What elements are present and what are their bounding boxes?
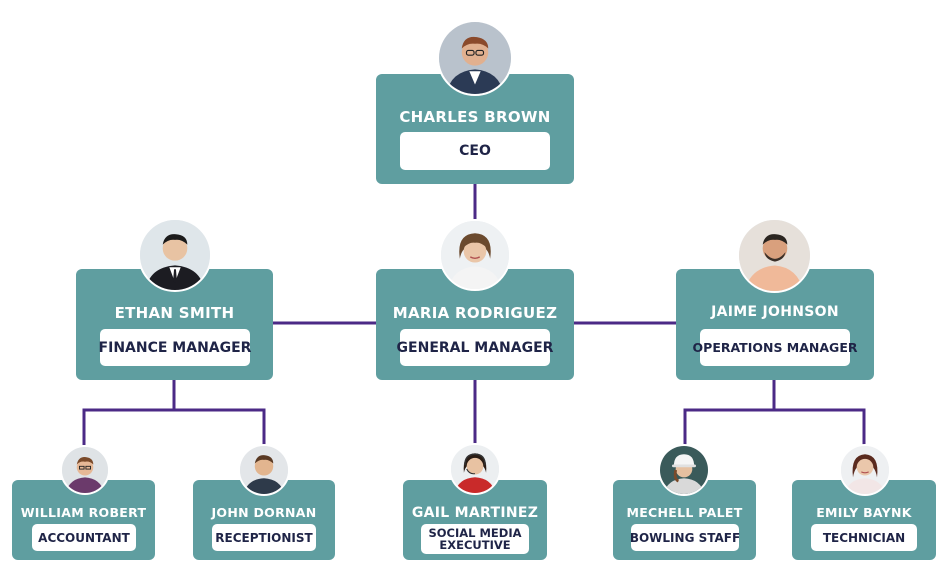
card-social-media-executive[interactable]: GAIL MARTINEZ SOCIAL MEDIA EXECUTIVE bbox=[403, 480, 547, 560]
role-operations-manager: OPERATIONS MANAGER bbox=[693, 329, 857, 366]
role-social-media-executive: SOCIAL MEDIA EXECUTIVE bbox=[421, 524, 529, 554]
name-operations-manager: JAIME JOHNSON bbox=[711, 304, 839, 320]
name-social-media-executive: GAIL MARTINEZ bbox=[411, 505, 539, 521]
name-ceo: CHARLES BROWN bbox=[399, 108, 551, 126]
card-ceo[interactable]: CHARLES BROWN CEO bbox=[376, 74, 574, 184]
woman-avatar-icon bbox=[439, 219, 511, 291]
name-finance-manager: ETHAN SMITH bbox=[114, 304, 235, 322]
card-finance-manager[interactable]: ETHAN SMITH FINANCE MANAGER bbox=[76, 269, 273, 380]
card-bowling-staff[interactable]: MECHELL PALET BOWLING STAFF bbox=[613, 480, 756, 560]
role-social-media-line2: EXECUTIVE bbox=[439, 538, 511, 552]
name-receptionist: JOHN DORNAN bbox=[211, 505, 317, 520]
man-suit-avatar-icon bbox=[138, 218, 212, 292]
role-social-media-line1: SOCIAL MEDIA bbox=[428, 526, 522, 540]
woman-helmet-avatar-icon bbox=[658, 444, 710, 496]
name-general-manager: MARIA RODRIGUEZ bbox=[392, 304, 558, 322]
role-accountant: ACCOUNTANT bbox=[32, 524, 136, 551]
connector-finance-children bbox=[82, 408, 266, 445]
name-bowling-staff: MECHELL PALET bbox=[626, 505, 743, 520]
man-glasses-avatar-icon bbox=[437, 20, 513, 96]
woman-headset-avatar-icon bbox=[449, 443, 501, 495]
card-accountant[interactable]: WILLIAM ROBERT ACCOUNTANT bbox=[12, 480, 155, 560]
role-general-manager: GENERAL MANAGER bbox=[397, 329, 553, 366]
name-technician: EMILY BAYNK bbox=[816, 505, 912, 520]
woman-avatar-icon bbox=[839, 444, 891, 496]
name-accountant: WILLIAM ROBERT bbox=[20, 505, 147, 520]
man-beard-avatar-icon bbox=[737, 218, 812, 293]
man-glasses-avatar-icon bbox=[60, 445, 110, 495]
man-avatar-icon bbox=[238, 444, 290, 496]
role-technician: TECHNICIAN bbox=[811, 524, 917, 551]
role-receptionist: RECEPTIONIST bbox=[212, 524, 316, 551]
card-receptionist[interactable]: JOHN DORNAN RECEPTIONIST bbox=[193, 480, 335, 560]
role-bowling-staff: BOWLING STAFF bbox=[630, 524, 740, 551]
connector-operations-children bbox=[683, 408, 866, 445]
role-ceo: CEO bbox=[400, 132, 550, 170]
role-finance-manager: FINANCE MANAGER bbox=[99, 329, 251, 366]
